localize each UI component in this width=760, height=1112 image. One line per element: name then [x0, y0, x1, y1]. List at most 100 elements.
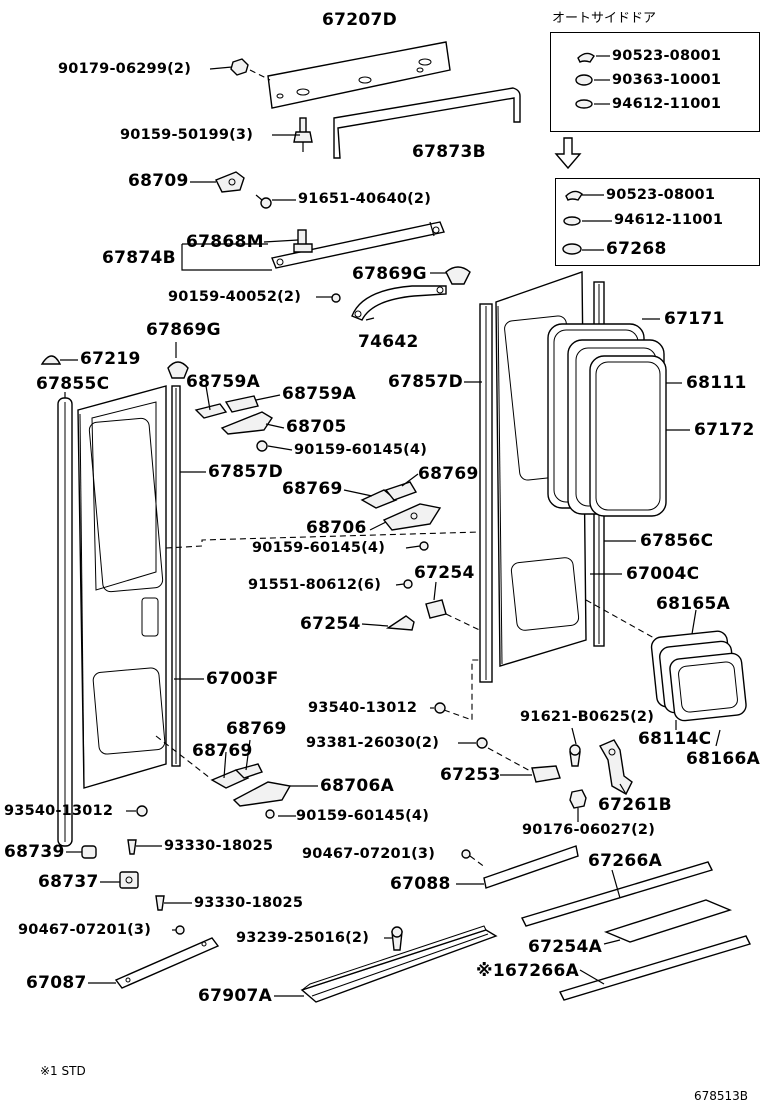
strip-67266a-lower: [559, 935, 751, 1001]
label-67907a: 67907A: [198, 986, 273, 1006]
label-67254-b: 67254: [300, 614, 361, 634]
label-93239-25016: 93239-25016(2): [236, 930, 370, 946]
screw-93330-b: [155, 895, 165, 911]
frame-67172: [589, 355, 667, 517]
label-91621-b0625: 91621-B0625(2): [520, 709, 655, 725]
box-lower-item-1: 90523-08001: [606, 187, 716, 203]
label-74642: 74642: [358, 332, 419, 352]
bolt-93540-b: [136, 805, 148, 817]
label-90179-06299: 90179-06299(2): [58, 61, 192, 77]
label-68114c: 68114C: [638, 729, 712, 749]
channel-67857d-left: [171, 385, 181, 767]
label-91551-80612: 91551-80612(6): [248, 577, 382, 593]
outside-door-label: オートサイドドア: [552, 11, 657, 26]
grommet-67219: [40, 355, 62, 365]
label-67254-a: 67254: [414, 563, 475, 583]
clip-icon-90523-upper: [577, 52, 595, 63]
label-67003f: 67003F: [206, 669, 279, 689]
label-68706: 68706: [306, 518, 367, 538]
washer-icon-94612-upper: [575, 99, 593, 109]
label-68769-d: 68769: [192, 741, 253, 761]
label-68709: 68709: [128, 171, 189, 191]
diagram-id: 678513B: [694, 1089, 749, 1103]
label-90159-40052: 90159-40052(2): [168, 289, 302, 305]
label-67219: 67219: [80, 349, 141, 369]
panel-67207d: [267, 41, 451, 109]
bracket-68737: [119, 871, 139, 889]
label-93381-26030: 93381-26030(2): [306, 735, 440, 751]
label-90159-60145-b: 90159-60145(4): [252, 540, 386, 556]
screw-91651: [255, 194, 272, 209]
washer-icon-94612-lower: [563, 216, 581, 226]
label-93540-13012-a: 93540-13012: [308, 700, 418, 716]
box-lower-item-2: 94612-11001: [614, 212, 724, 228]
screw-93239: [391, 926, 403, 951]
strip-67266a-upper: [521, 861, 713, 927]
label-68759a-1: 68759A: [186, 372, 261, 392]
label-67254a: 67254A: [528, 937, 603, 957]
bar-67873b: [333, 87, 521, 159]
box-upper-item-3: 94612-11001: [612, 96, 722, 112]
label-67266a-1: 67266A: [588, 851, 663, 871]
label-67171: 67171: [664, 309, 725, 329]
label-67874b: 67874B: [102, 248, 176, 268]
label-68111: 68111: [686, 373, 747, 393]
bracket-68769-lower: [210, 763, 263, 789]
label-67856c: 67856C: [640, 531, 714, 551]
block-67253: [531, 765, 561, 783]
label-68706a: 68706A: [320, 776, 395, 796]
label-67172: 67172: [694, 420, 755, 440]
label-68769-b: 68769: [418, 464, 479, 484]
bracket-68705: [220, 411, 273, 435]
box-upper-item-2: 90363-10001: [612, 72, 722, 88]
label-68769-c: 68769: [226, 719, 287, 739]
label-67868m: 67868M: [186, 232, 264, 252]
label-93540-13012-b: 93540-13012: [4, 803, 114, 819]
plate-67087: [114, 937, 220, 989]
label-68165a: 68165A: [656, 594, 731, 614]
screw-91551: [403, 579, 413, 589]
sill-67907a: [300, 925, 498, 1003]
label-67873b: 67873B: [412, 142, 486, 162]
screw-90159-60145-a: [256, 440, 268, 452]
label-67855c: 67855C: [36, 374, 110, 394]
label-67869g-right: 67869G: [352, 264, 427, 284]
bracket-68706a: [232, 781, 292, 807]
grommet-icon-90363: [575, 74, 593, 86]
footnote: ※1 STD: [40, 1064, 86, 1078]
box-lower-item-3: 67268: [606, 239, 667, 259]
nut-90179: [230, 58, 249, 76]
label-67261b: 67261B: [598, 795, 672, 815]
cap-icon-67268: [562, 243, 582, 255]
label-67207d: 67207D: [322, 10, 398, 30]
label-67869g-left: 67869G: [146, 320, 221, 340]
knob-67869g-right: [445, 266, 471, 285]
label-67857d-right: 67857D: [388, 372, 464, 392]
label-90467-07201-a: 90467-07201(3): [18, 922, 152, 938]
label-90159-50199: 90159-50199(3): [120, 127, 254, 143]
handle-74642: [351, 285, 447, 321]
label-68739: 68739: [4, 842, 65, 862]
block-67254-b: [385, 615, 415, 631]
label-67253: 67253: [440, 765, 501, 785]
bracket-68709: [215, 171, 245, 193]
block-67254-a: [425, 599, 447, 619]
frame-68166a: [669, 652, 747, 722]
screw-90159-40052: [331, 293, 341, 303]
down-arrow: [554, 137, 582, 170]
screw-90467-b: [461, 849, 471, 859]
label-90159-60145-c: 90159-60145(4): [296, 808, 430, 824]
nut-90176: [569, 789, 587, 809]
label-93330-18025-b: 93330-18025: [194, 895, 304, 911]
screw-91621: [569, 744, 581, 767]
label-67088: 67088: [390, 874, 451, 894]
screw-90159-60145-c: [265, 809, 275, 819]
screw-93381: [476, 737, 488, 749]
label-68705: 68705: [286, 417, 347, 437]
label-67857d-left: 67857D: [208, 462, 284, 482]
label-90159-60145-a: 90159-60145(4): [294, 442, 428, 458]
label-68769-a: 68769: [282, 479, 343, 499]
label-68737: 68737: [38, 872, 99, 892]
